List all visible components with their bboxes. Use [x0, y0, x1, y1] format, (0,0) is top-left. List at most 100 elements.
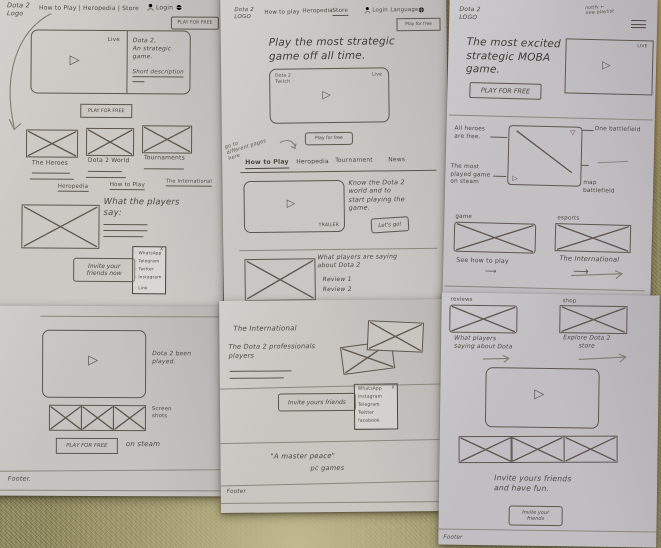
- callout-heroes-free: All heroes are free.: [454, 125, 486, 140]
- image-placeholder-x: [368, 321, 423, 351]
- image-placeholder-x: [245, 259, 314, 300]
- card-title-tournaments: Tournaments: [143, 154, 185, 162]
- text-line: [103, 223, 148, 226]
- video-box: ▷: [484, 367, 600, 429]
- tab-news: News: [388, 156, 406, 164]
- section-divider: [448, 114, 653, 121]
- footer-rule: [438, 528, 657, 533]
- review-1: Review 1: [322, 275, 352, 284]
- screenshot-cell: [458, 435, 513, 464]
- login-label: Login: [155, 4, 174, 12]
- saying-image: [244, 258, 316, 302]
- thumb-game-label: game: [455, 213, 473, 221]
- callout-one-battlefield: One battlefield: [594, 126, 641, 134]
- lets-go-button: Let's go!: [370, 216, 410, 234]
- arrow-icon: [578, 353, 627, 363]
- image-placeholder-x: [455, 223, 536, 253]
- caption-see-how-to-play: See how to play: [456, 256, 509, 266]
- thumb-reviews-label: reviews: [450, 296, 473, 303]
- tab-heropedia: Heropedia: [296, 158, 329, 166]
- know-dota-text: Know the Dota 2 world and to start playi…: [348, 178, 405, 212]
- top-rule: [40, 315, 221, 318]
- play-icon: ▷: [286, 196, 296, 210]
- nav-item-store: Store: [332, 7, 349, 17]
- invite-friends-text: Invite yours friends and have fun.: [493, 473, 572, 493]
- hamburger-menu-icon: [631, 18, 647, 31]
- note-arrow: [279, 139, 297, 150]
- card-image-heroes: [25, 129, 79, 158]
- saying-title: What players are saying about Dota 2: [317, 253, 398, 270]
- trailer-label: TRAILER: [318, 222, 340, 229]
- play-icon: ▷: [512, 174, 518, 183]
- hero-video-box: LIVE ▷: [564, 38, 654, 96]
- play-for-free-label: Play for free: [405, 21, 432, 28]
- card-link-heropedia: Heropedia: [57, 183, 89, 193]
- lets-go-label: Let's go!: [378, 221, 402, 229]
- photo-front: [366, 320, 425, 353]
- tab-tournament: Tournament: [335, 156, 373, 164]
- sheet-home-v2: Dota 2 LOGO How to play Heropedia Store …: [220, 0, 450, 304]
- share-item: - WhatsApp: [135, 250, 162, 256]
- share-item: facebook: [358, 418, 380, 424]
- image-placeholder-x: [556, 224, 631, 252]
- card-title-heroes: The Heroes: [31, 159, 69, 167]
- section-divider: [239, 247, 438, 252]
- globe-icon: [176, 4, 182, 10]
- thumb-game-image: [453, 221, 537, 254]
- card-link-international: The International: [165, 178, 213, 187]
- callout-connector: [580, 164, 589, 166]
- text-line: [103, 235, 144, 238]
- screenshot-cell: [112, 405, 146, 432]
- play-for-free-button: PLAY FOR FREE: [469, 82, 542, 100]
- globe-icon: [418, 7, 424, 13]
- sheet-international: The International The Dota 2 professiona…: [219, 299, 447, 513]
- image-placeholder-x: [22, 205, 98, 248]
- thumb-reviews-image: [449, 304, 518, 334]
- tab-bar-rule: [240, 169, 437, 174]
- players-say-title: What the players say:: [103, 196, 180, 219]
- hero-short-description: Short description: [132, 69, 184, 78]
- text-line: [229, 377, 284, 379]
- triangle-marker-icon: ▽: [569, 128, 576, 137]
- arrow-icon: ⟶: [484, 266, 497, 276]
- note-annotation: go to different pages here: [224, 137, 267, 162]
- hero-description: Dota 2, An strategic game.: [132, 37, 172, 60]
- thumb-shop-image: [559, 305, 628, 335]
- image-placeholder-x: [87, 129, 133, 155]
- share-item-whatsapp: WhatsApp: [357, 386, 382, 392]
- play-icon: ▷: [69, 52, 80, 68]
- curved-arrow-annotation: [8, 13, 52, 131]
- sheet-home-v1: Dota 2 Logo How to Play | Heropedia | St…: [0, 0, 226, 311]
- footer-rule: [0, 469, 220, 472]
- image-placeholder-x: [27, 130, 77, 156]
- international-heading: The International: [233, 324, 297, 333]
- bottom-rule: [220, 501, 447, 504]
- share-popup: WhatsApp X Instagram Telegram Twitter fa…: [353, 383, 399, 430]
- tab-how-to-play: How to Play: [245, 158, 289, 170]
- hero-divider: [126, 31, 128, 94]
- diagonal-sketch-line: [508, 126, 581, 186]
- play-for-free-label: Play for free: [314, 135, 343, 142]
- card-title-world: Dota 2 World: [87, 156, 130, 165]
- play-icon: ▷: [322, 88, 331, 102]
- quote-text: "A master peace": [270, 451, 336, 461]
- trailer-video-box: ▷ TRAILER: [243, 179, 346, 234]
- invite-friends-box: Invite your friends now: [73, 257, 136, 283]
- text-line: [229, 370, 292, 372]
- screenshots-label: Screen shots: [151, 406, 172, 420]
- invite-friends-label: Invite yours friends: [287, 398, 346, 406]
- live-badge: Live: [371, 72, 383, 78]
- callout-connector: [493, 175, 507, 177]
- video-box: ▷: [42, 329, 147, 399]
- logo-text: Dota 2 LOGO: [459, 5, 481, 21]
- hero-headline: Play the most strategic game off all tim…: [268, 35, 396, 63]
- play-icon: ▷: [534, 386, 545, 402]
- caption-players-saying: What players saying about Dota: [453, 334, 513, 351]
- card-link-how-to-play: How to Play: [109, 182, 146, 191]
- hero-video-box: Dota 2 Twitch Live ▷: [269, 67, 390, 124]
- section-divider: [220, 438, 447, 445]
- callout-map-battlefield: map battlefield: [582, 179, 615, 195]
- share-item: - Twitter: [135, 266, 154, 272]
- footer-label: Footer: [226, 488, 246, 495]
- share-item: - Link: [135, 285, 148, 291]
